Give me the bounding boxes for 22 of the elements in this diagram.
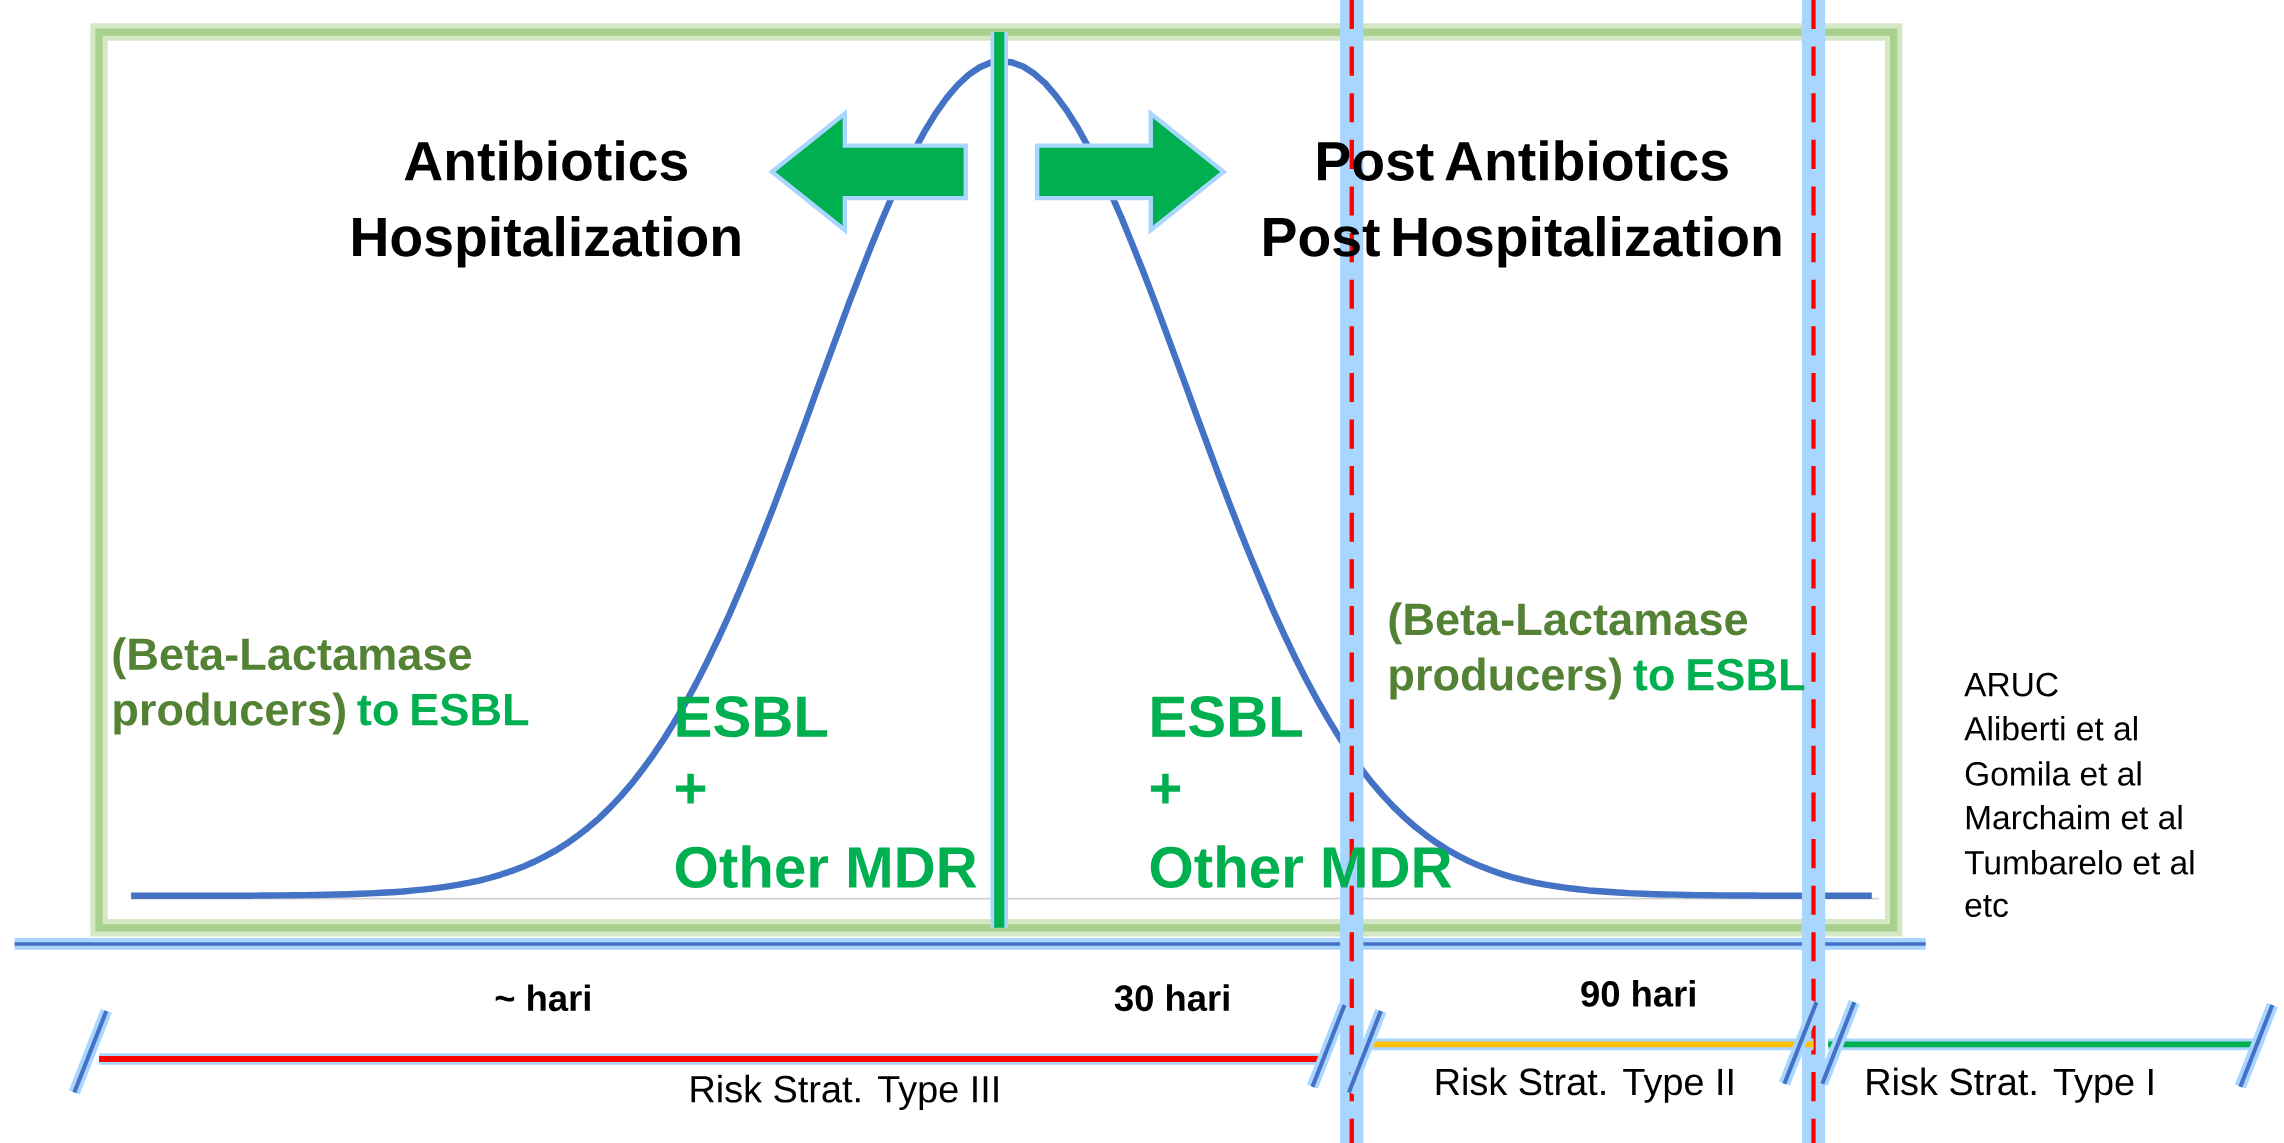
bacteria-note: + xyxy=(1150,773,1181,804)
reference-text: Aliberti et al xyxy=(1964,715,2137,741)
risk-label: Risk Strat. Type III xyxy=(691,1074,998,1110)
bacteria-note: Other MDR xyxy=(1150,845,1452,888)
reference-text: ARUC xyxy=(1964,672,2058,697)
bacteria-note: (Beta-Lactamase producers) to ESBL xyxy=(1389,601,1805,700)
reference-text: Tumbarelo et al xyxy=(1964,849,2194,875)
day-label: 30 hari xyxy=(1114,984,1229,1011)
bacteria-note: + xyxy=(676,773,706,804)
bacteria-note: (Beta-Lactamase producers) to ESBL xyxy=(113,636,529,735)
risk-label: Risk Strat. Type II xyxy=(1436,1067,1733,1103)
bacteria-note: ESBL xyxy=(1152,695,1303,738)
risk-label: Risk Strat. Type I xyxy=(1867,1067,2153,1103)
bacteria-note: ESBL xyxy=(677,695,828,738)
bacteria-note: Other MDR xyxy=(675,845,977,888)
reference-text: Gomila et al xyxy=(1965,760,2141,786)
heading-text: Antibiotics Hospitalization xyxy=(353,140,740,268)
heading-text: Post Antibiotics Post Hospitalization xyxy=(1264,140,1781,268)
day-label: ~ hari xyxy=(495,984,590,1011)
day-label: 90 hari xyxy=(1581,979,1695,1007)
reference-text: Marchaim et al xyxy=(1966,804,2182,830)
reference-text: etc xyxy=(1965,894,2008,917)
